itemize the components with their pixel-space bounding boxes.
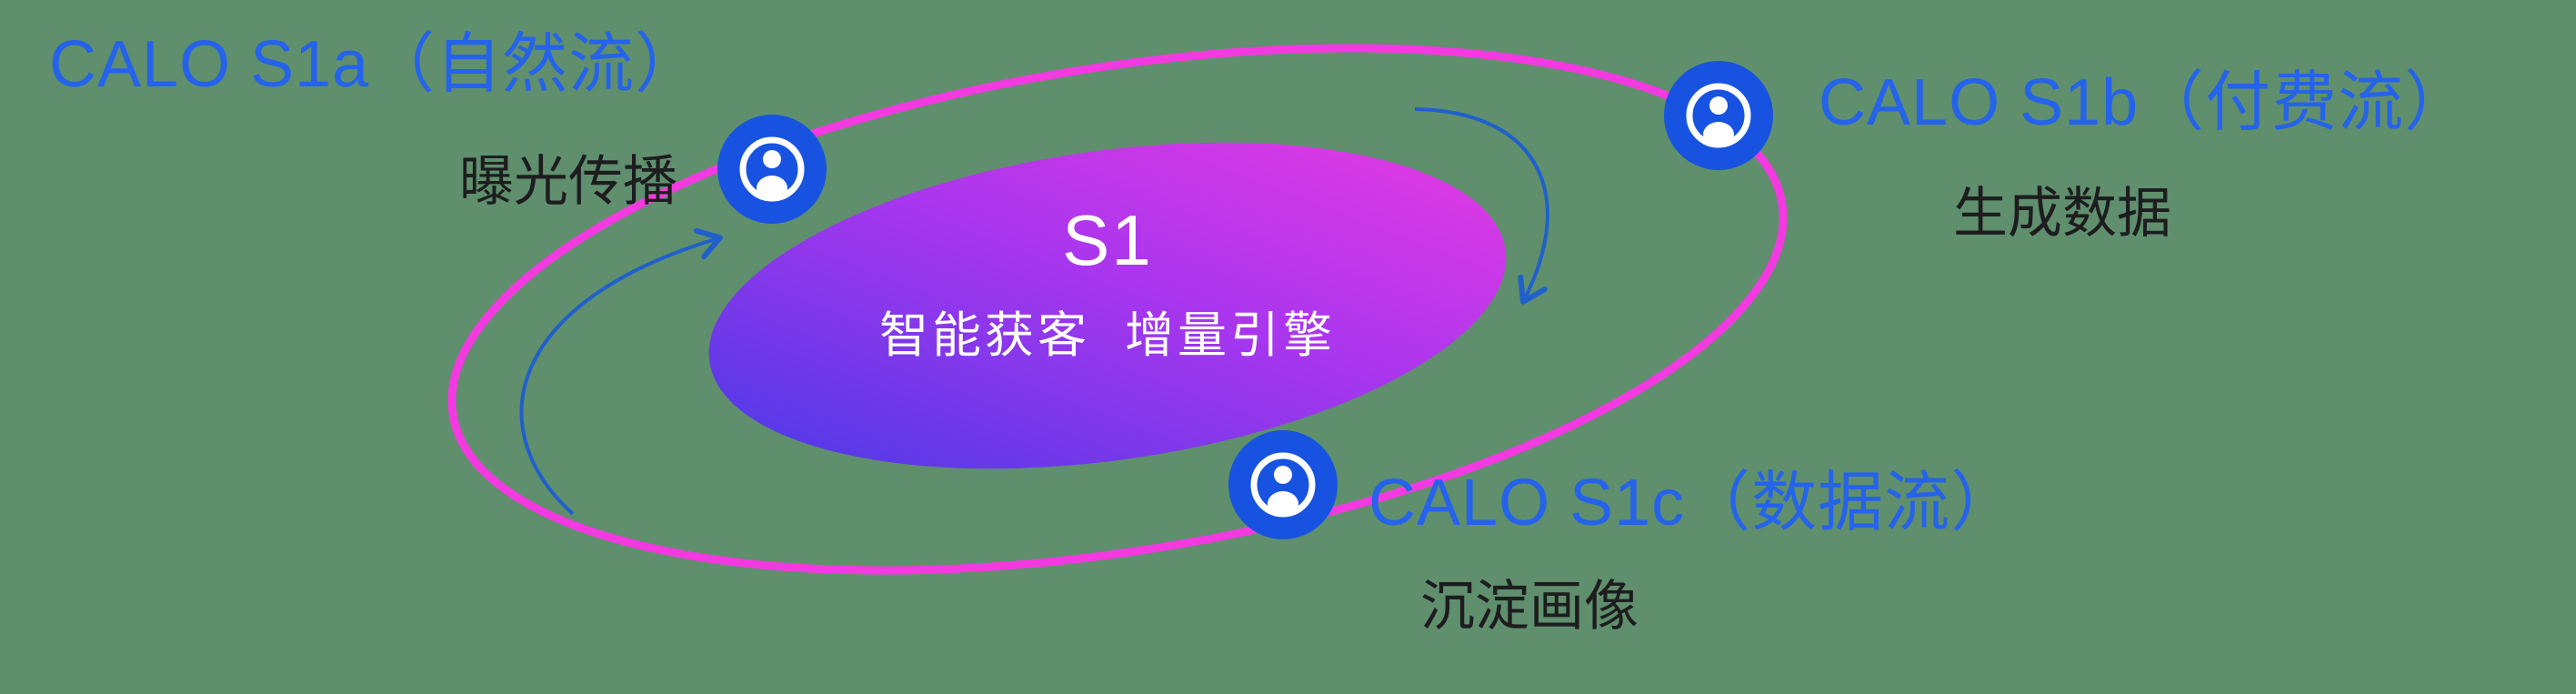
node-subtitle-s1c: 沉淀画像 bbox=[1420, 576, 1639, 637]
orbit-ring bbox=[447, 44, 1788, 575]
user-circle-icon bbox=[1664, 61, 1773, 170]
flow-arrow-left bbox=[519, 227, 723, 516]
user-circle-icon bbox=[1228, 430, 1338, 539]
node-subtitle-s1b: 生成数据 bbox=[1953, 183, 2171, 244]
user-circle-icon bbox=[717, 115, 827, 224]
center-ellipse bbox=[708, 142, 1507, 469]
node-title-s1c: CALO S1c（数据流） bbox=[1368, 467, 2018, 539]
node-title-s1a: CALO S1a（自然流） bbox=[49, 28, 702, 101]
node-title-s1b: CALO S1b（付费流） bbox=[1819, 66, 2471, 139]
flow-arrow-right bbox=[1414, 107, 1549, 305]
node-subtitle-s1a: 曝光传播 bbox=[459, 151, 677, 212]
